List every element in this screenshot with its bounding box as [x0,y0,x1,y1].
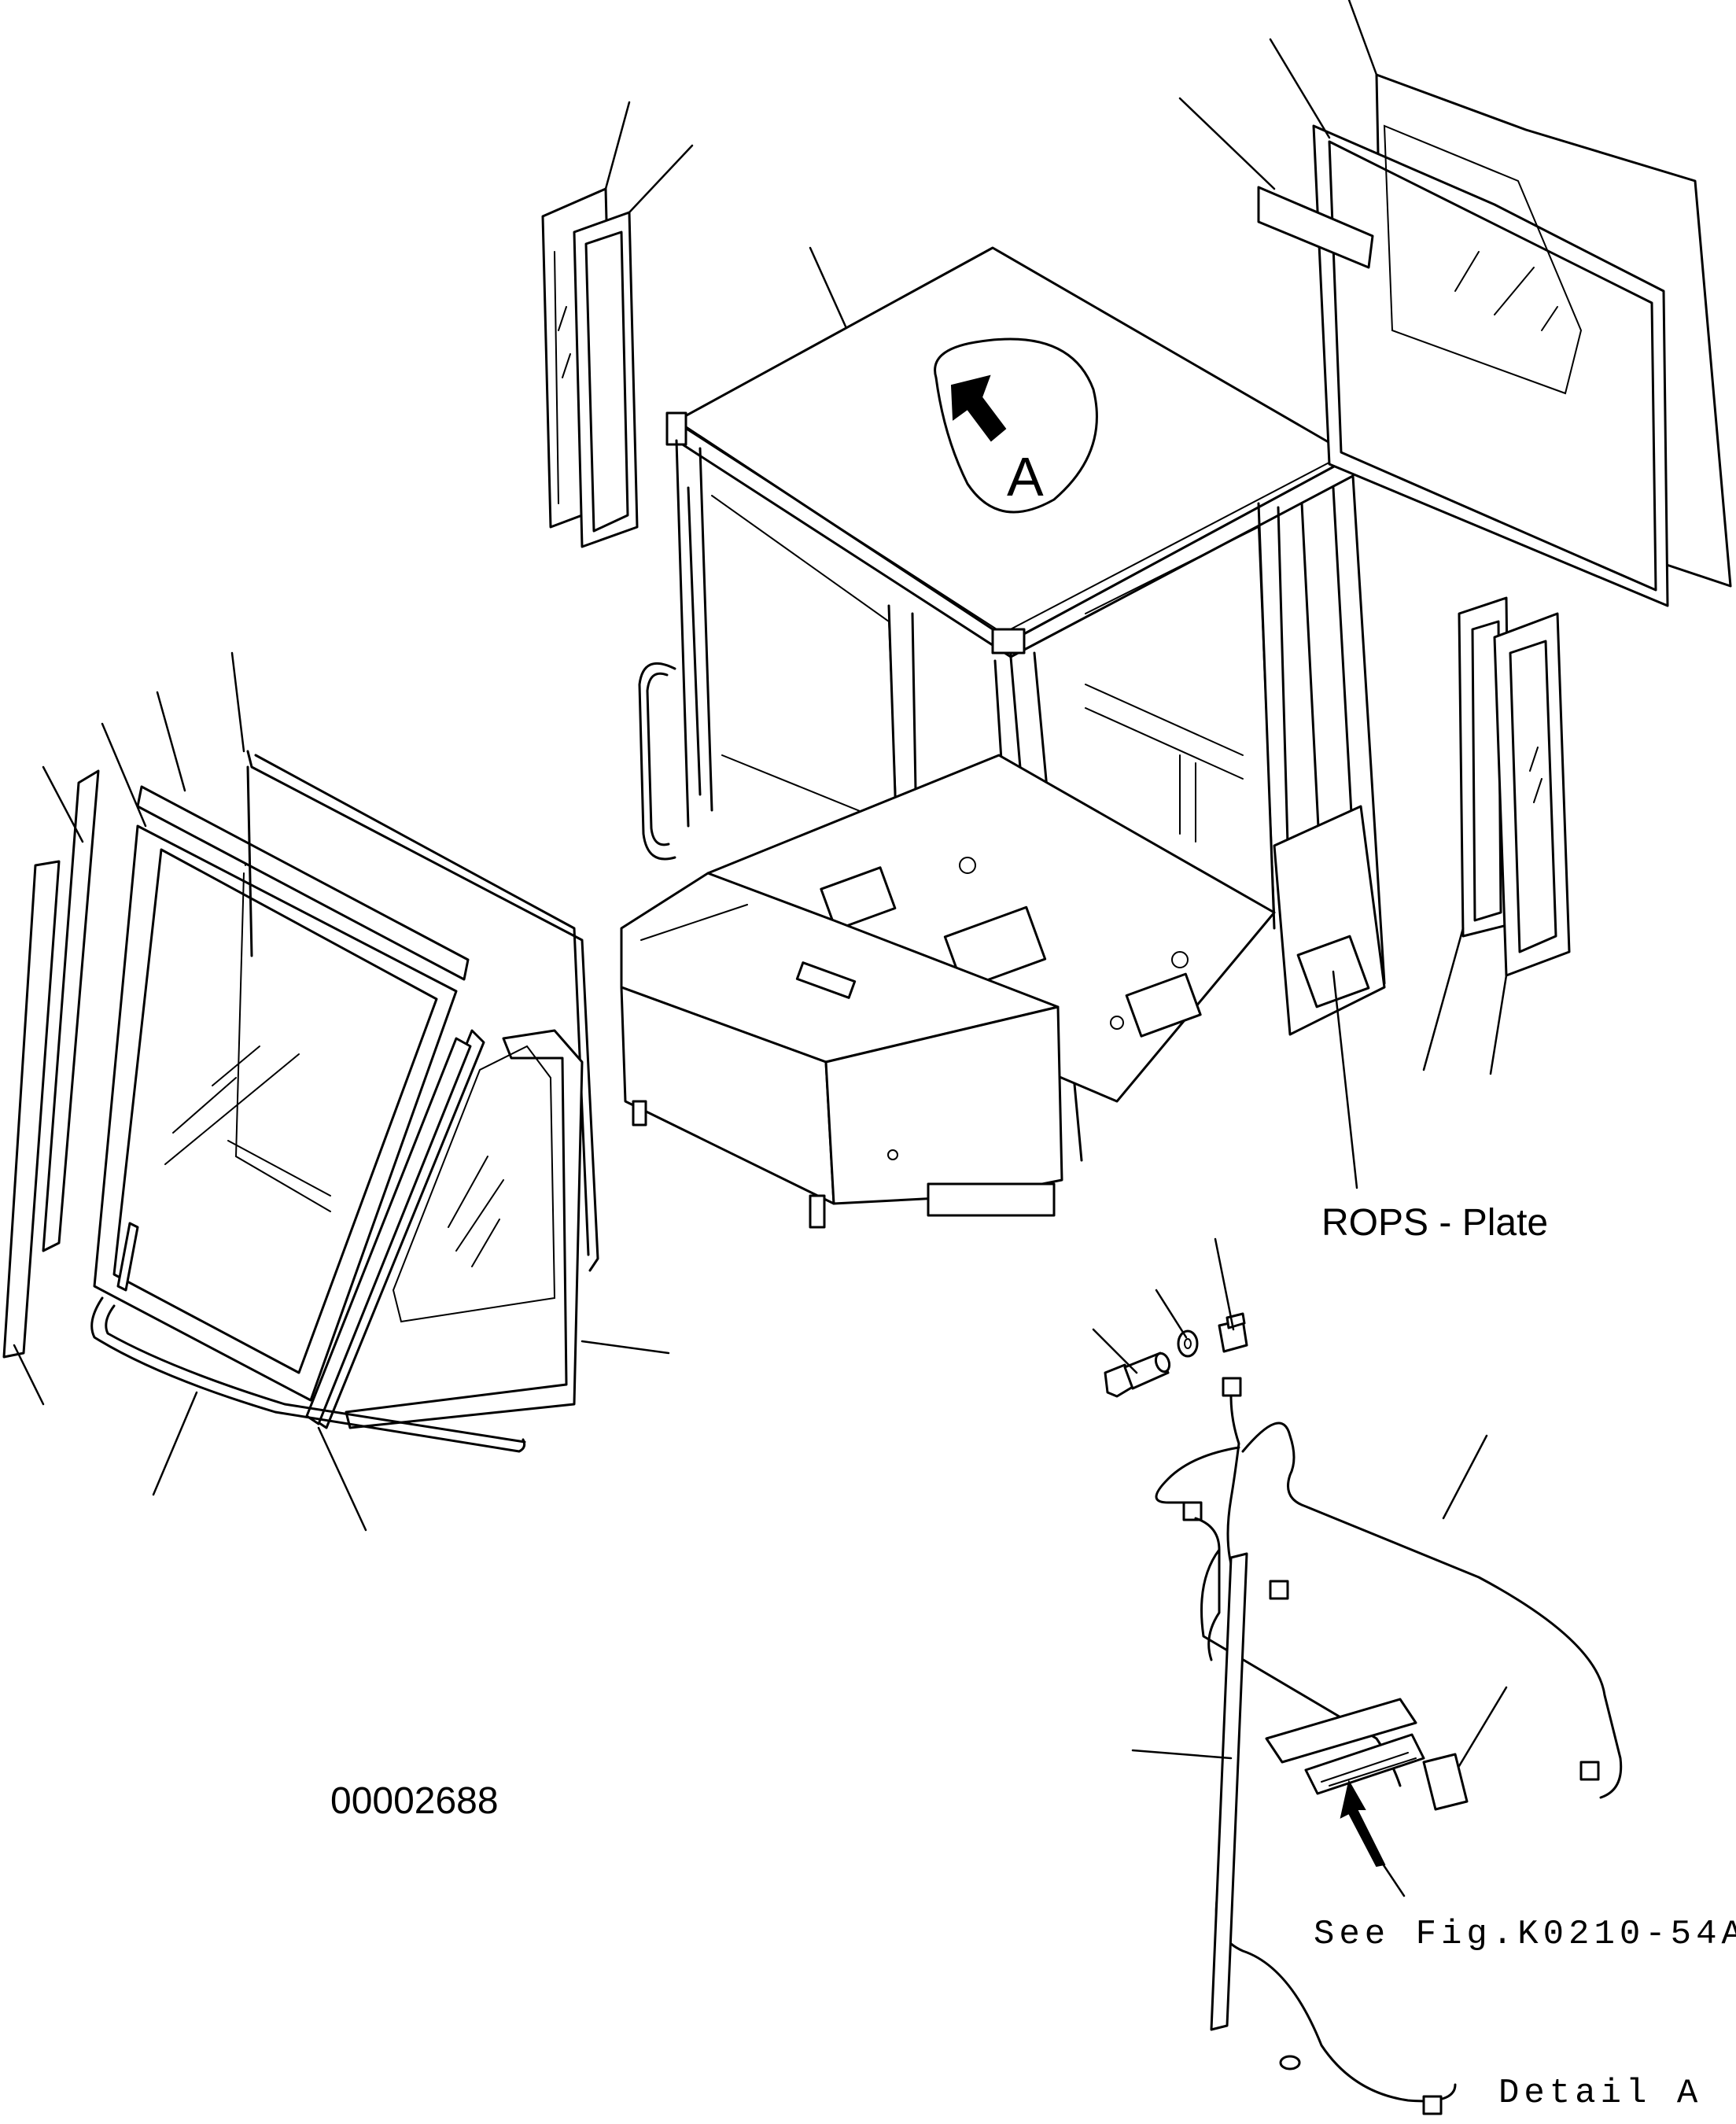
leader-lines [13,0,1508,1897]
relay [1218,1312,1248,1353]
bolt [1104,1351,1171,1398]
see-figure-reference: See Fig.K0210-54A0 [1314,1915,1736,1954]
right-side-window-glass [1493,612,1571,977]
door-pillar-strip [305,1029,485,1429]
washer [1177,1329,1199,1358]
bottom-seal-strip [90,1222,526,1453]
door-frame-seal [246,750,599,1272]
front-window-glass-left [42,769,100,1252]
arrow-icon [1340,1779,1386,1868]
door-glass-panel [345,1029,584,1429]
front-window-outer-strip [2,860,61,1359]
rear-window-glass [1312,73,1732,607]
arrow-icon [950,374,1007,442]
rear-window-strip [1257,186,1374,269]
switch-panel [1265,1698,1469,1868]
cab-frame [620,246,1386,1229]
rops-plate-label: ROPS - Plate [1321,1202,1548,1244]
left-side-window-frame [573,211,639,548]
view-marker-letter: A [1007,446,1044,507]
view-marker-a: A [934,337,1098,514]
front-top-trim-strip [136,785,470,981]
drawing-number: 00002688 [330,1780,499,1822]
front-windshield [93,824,458,1402]
trim-strip-vertical [1210,1552,1248,2031]
detail-a-label: Detail A [1498,2074,1702,2113]
